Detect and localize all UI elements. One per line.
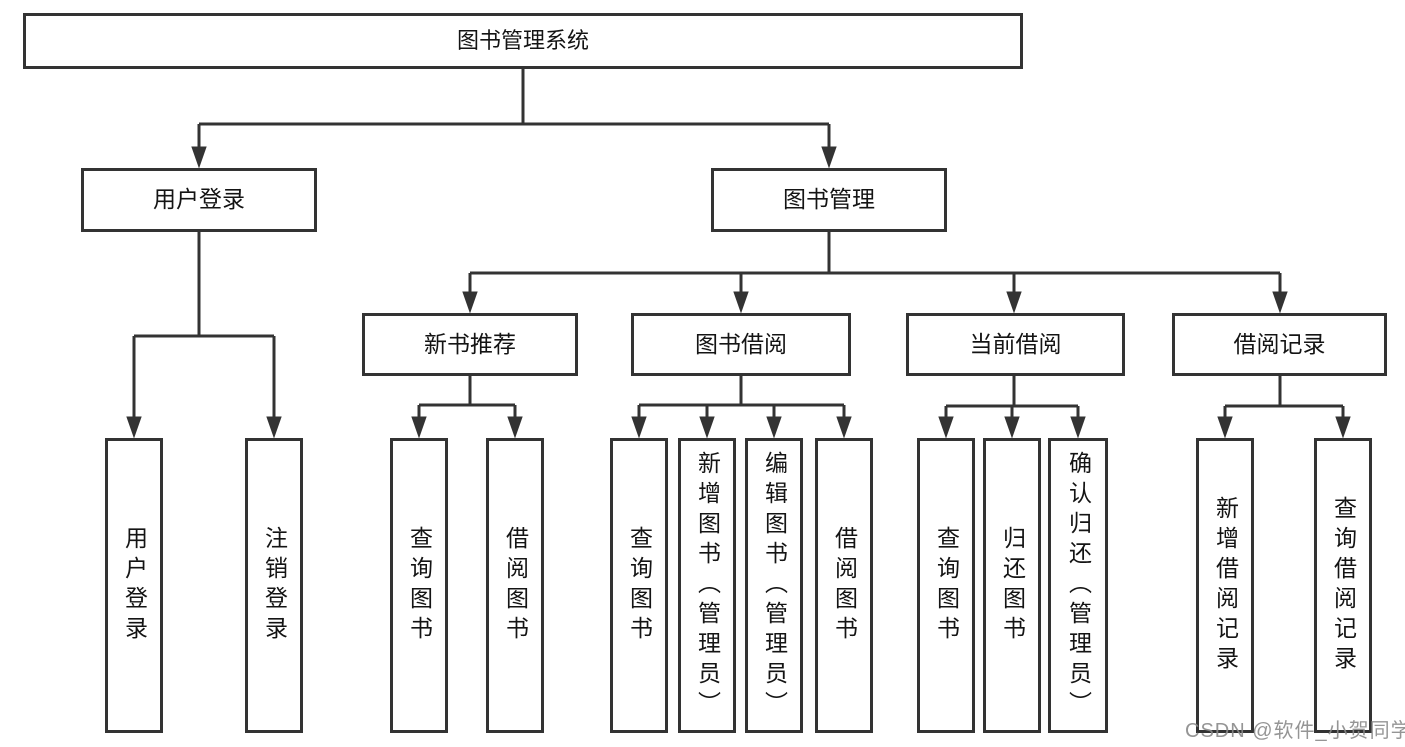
node-current-borrow: 当前借阅 xyxy=(906,313,1125,376)
arrowhead xyxy=(1217,416,1233,439)
arrowhead xyxy=(266,416,282,439)
node-label: 用户登录 xyxy=(121,525,148,646)
arrowhead xyxy=(191,146,207,169)
node-new-book-recommend: 新书推荐 xyxy=(362,313,578,376)
leaf-user-login: 用户登录 xyxy=(105,438,163,733)
leaf-add-books-admin: 新增图书（管理员） xyxy=(678,438,736,733)
leaf-edit-books-admin: 编辑图书（管理员） xyxy=(745,438,803,733)
arrowhead xyxy=(938,416,954,439)
connector-borrow-records-children xyxy=(1223,376,1345,420)
arrowhead xyxy=(631,416,647,439)
arrowhead xyxy=(1272,291,1288,314)
connector-book-borrow-children xyxy=(637,376,846,420)
node-label: 查询借阅记录 xyxy=(1330,495,1357,676)
arrowhead xyxy=(1335,416,1351,439)
watermark-text: CSDN @软件_小贺同学 xyxy=(1185,720,1405,742)
connector-new-books-children xyxy=(417,376,517,420)
arrowhead xyxy=(766,416,782,439)
leaf-confirm-return-admin: 确认归还（管理员） xyxy=(1048,438,1108,733)
leaf-query-books-current: 查询图书 xyxy=(917,438,975,733)
leaf-return-books: 归还图书 xyxy=(983,438,1041,733)
node-label: 借阅图书 xyxy=(502,525,529,646)
arrowhead xyxy=(821,146,837,169)
arrowhead xyxy=(1004,416,1020,439)
leaf-borrow-books-recommend: 借阅图书 xyxy=(486,438,544,733)
arrowhead xyxy=(733,291,749,314)
node-book-borrow: 图书借阅 xyxy=(631,313,851,376)
node-book-management: 图书管理 xyxy=(711,168,947,232)
node-label: 新书推荐 xyxy=(424,330,516,357)
node-label: 查询图书 xyxy=(406,525,433,646)
node-label: 新增借阅记录 xyxy=(1212,495,1239,676)
node-user-login: 用户登录 xyxy=(81,168,317,232)
leaf-add-borrow-record: 新增借阅记录 xyxy=(1196,438,1254,733)
leaf-query-borrow-record: 查询借阅记录 xyxy=(1314,438,1372,733)
leaf-query-books-borrow: 查询图书 xyxy=(610,438,668,733)
node-label: 当前借阅 xyxy=(969,330,1062,357)
arrowhead xyxy=(1070,416,1086,439)
node-label: 归还图书 xyxy=(999,525,1026,646)
node-label: 借阅记录 xyxy=(1233,330,1326,357)
arrowhead xyxy=(1006,291,1022,314)
arrowhead xyxy=(462,291,478,314)
leaf-logout: 注销登录 xyxy=(245,438,303,733)
node-label: 图书管理系统 xyxy=(456,27,589,53)
node-label: 用户登录 xyxy=(153,186,245,213)
connector-book-mgmt-to-level3 xyxy=(468,232,1282,295)
node-label: 图书管理 xyxy=(783,186,875,213)
node-label: 图书借阅 xyxy=(695,330,787,357)
node-root-system: 图书管理系统 xyxy=(23,13,1023,69)
node-label: 编辑图书（管理员） xyxy=(761,450,788,721)
leaf-borrow-books: 借阅图书 xyxy=(815,438,873,733)
arrowhead xyxy=(411,416,427,439)
arrowhead xyxy=(126,416,142,439)
node-label: 确认归还（管理员） xyxy=(1065,450,1092,721)
node-label: 查询图书 xyxy=(626,525,653,646)
connector-user-login-children xyxy=(132,232,276,420)
node-borrow-records: 借阅记录 xyxy=(1172,313,1387,376)
arrowhead xyxy=(699,416,715,439)
arrowhead xyxy=(507,416,523,439)
node-label: 查询图书 xyxy=(933,525,960,646)
connector-current-borrow-children xyxy=(944,376,1080,420)
arrowhead xyxy=(836,416,852,439)
node-label: 借阅图书 xyxy=(831,525,858,646)
node-label: 新增图书（管理员） xyxy=(694,450,721,721)
node-label: 注销登录 xyxy=(261,525,288,646)
leaf-query-books-recommend: 查询图书 xyxy=(390,438,448,733)
connector-root-to-level2 xyxy=(197,69,831,150)
